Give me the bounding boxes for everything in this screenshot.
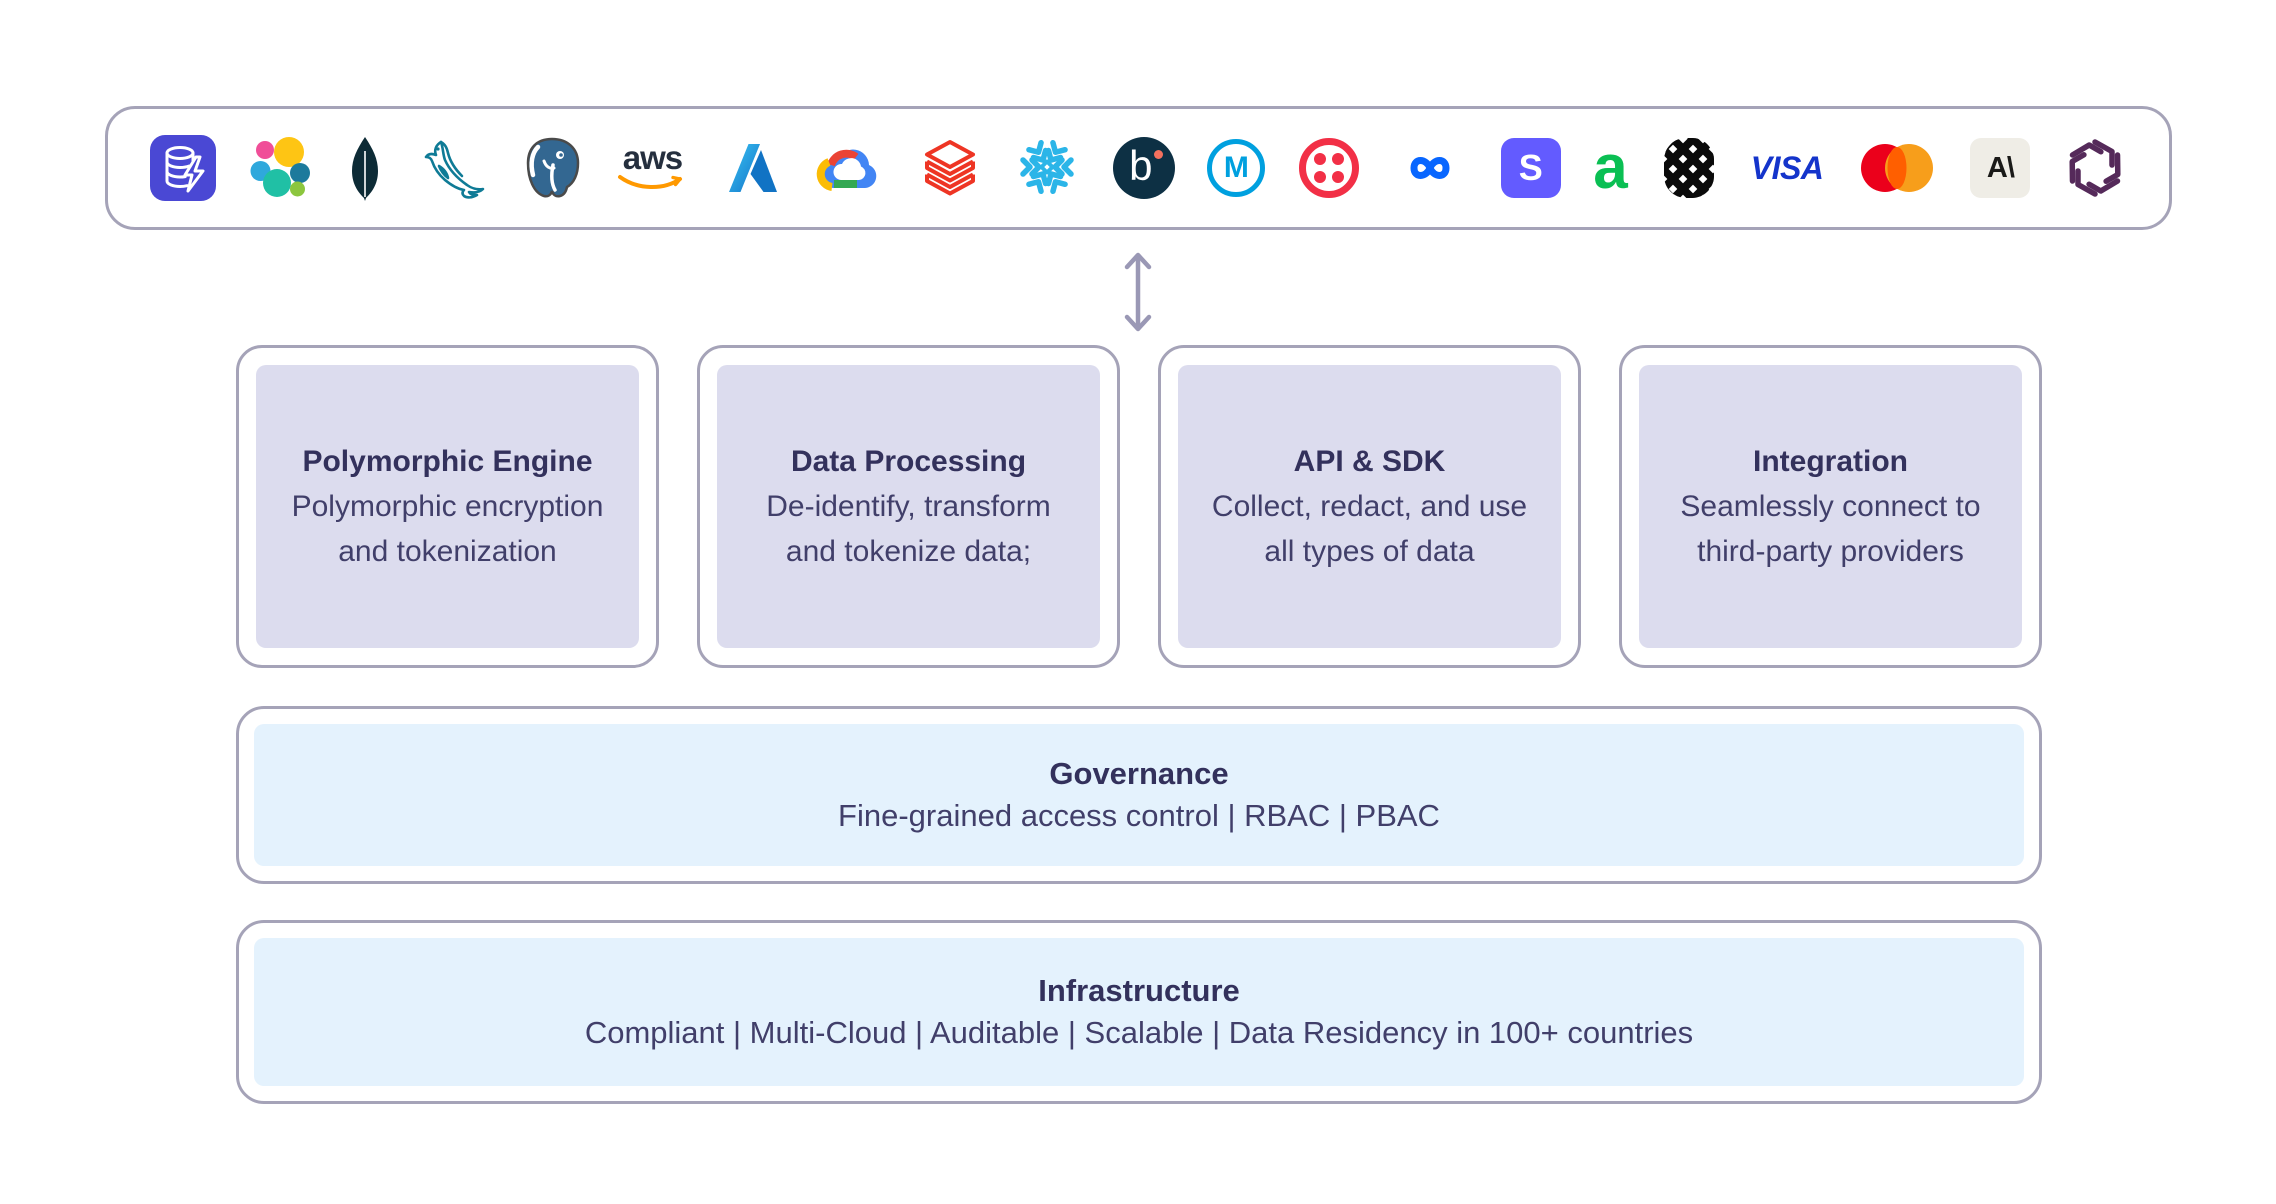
card-data-processing: Data Processing De-identify, transform a… bbox=[697, 345, 1120, 668]
card-description: De-identify, transform and tokenize data… bbox=[766, 490, 1051, 568]
google-cloud-logo bbox=[811, 138, 885, 198]
adyen-letter: a bbox=[1593, 133, 1628, 203]
card-title: Data Processing bbox=[790, 445, 1027, 478]
boomi-badge: b bbox=[1112, 137, 1175, 199]
mastercard-logo bbox=[1856, 142, 1938, 194]
governance-band: Governance Fine-grained access control |… bbox=[236, 706, 2042, 884]
visa-logo: VISA bbox=[1751, 150, 1824, 187]
band-description: Fine-grained access control | RBAC | PBA… bbox=[838, 798, 1440, 833]
mulesoft-letter: M bbox=[1223, 151, 1249, 184]
anthropic-logo: A\ bbox=[1970, 138, 2031, 198]
card-panel: Integration Seamlessly connect to third-… bbox=[1639, 365, 2022, 648]
integrations-logo-bar: aws bbox=[105, 106, 2172, 230]
aws-logo: aws bbox=[616, 139, 688, 193]
azure-logo bbox=[721, 139, 779, 197]
boomi-letter: b bbox=[1129, 142, 1153, 189]
card-title: API & SDK bbox=[1293, 445, 1446, 478]
card-integration: Integration Seamlessly connect to third-… bbox=[1619, 345, 2042, 668]
anthropic-letterform: A\ bbox=[1986, 151, 2015, 184]
bidirectional-arrow-icon bbox=[1118, 246, 1158, 343]
band-description: Compliant | Multi-Cloud | Auditable | Sc… bbox=[584, 1015, 1694, 1050]
mongodb-logo bbox=[345, 135, 385, 201]
mulesoft-ring: M bbox=[1207, 139, 1266, 197]
anthropic-badge: A\ bbox=[1970, 138, 2031, 198]
mysql-logo bbox=[417, 136, 487, 200]
stripe-badge: S bbox=[1500, 138, 1561, 198]
mulesoft-logo: M bbox=[1207, 139, 1266, 197]
elastic-logo bbox=[248, 135, 312, 201]
card-description: Seamlessly connect to third-party provid… bbox=[1680, 490, 1981, 568]
card-polymorphic-engine: Polymorphic Engine Polymorphic encryptio… bbox=[236, 345, 659, 668]
card-panel: API & SDK Collect, redact, and use all t… bbox=[1178, 365, 1561, 648]
card-description: Polymorphic encryption and tokenization bbox=[291, 490, 604, 568]
openai-logo bbox=[2063, 136, 2127, 200]
feature-cards-row: Polymorphic Engine Polymorphic encryptio… bbox=[236, 345, 2042, 668]
stripe-letter: S bbox=[1518, 147, 1543, 188]
infrastructure-band: Infrastructure Compliant | Multi-Cloud |… bbox=[236, 920, 2042, 1104]
twilio-logo bbox=[1298, 137, 1360, 199]
boomi-dot bbox=[1153, 150, 1163, 159]
snowflake-logo bbox=[1014, 137, 1080, 199]
marqeta-logo bbox=[1660, 136, 1718, 200]
band-title: Governance bbox=[1049, 756, 1229, 791]
band-title: Infrastructure bbox=[1038, 973, 1240, 1008]
aws-smile-icon bbox=[618, 175, 683, 189]
boomi-logo: b bbox=[1112, 137, 1175, 199]
card-title: Integration bbox=[1753, 445, 1908, 478]
meta-logo bbox=[1392, 140, 1468, 196]
visa-wordmark: VISA bbox=[1750, 149, 1824, 186]
card-title: Polymorphic Engine bbox=[302, 445, 593, 478]
postgresql-logo bbox=[520, 135, 584, 201]
card-description: Collect, redact, and use all types of da… bbox=[1211, 490, 1528, 568]
card-panel: Polymorphic Engine Polymorphic encryptio… bbox=[256, 365, 639, 648]
governance-panel: Governance Fine-grained access control |… bbox=[254, 724, 2024, 866]
stripe-logo: S bbox=[1500, 138, 1561, 198]
databricks-logo bbox=[918, 137, 982, 199]
adyen-logo: a bbox=[1593, 133, 1628, 203]
database-icon bbox=[150, 135, 216, 201]
infrastructure-panel: Infrastructure Compliant | Multi-Cloud |… bbox=[254, 938, 2024, 1086]
card-api-sdk: API & SDK Collect, redact, and use all t… bbox=[1158, 345, 1581, 668]
card-panel: Data Processing De-identify, transform a… bbox=[717, 365, 1100, 648]
aws-wordmark: aws bbox=[622, 139, 683, 176]
